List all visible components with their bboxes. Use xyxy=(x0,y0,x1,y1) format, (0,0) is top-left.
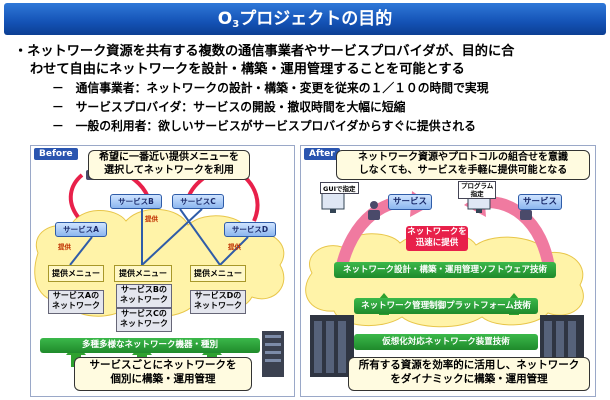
before-supply-label: 提供 xyxy=(228,243,241,251)
after-callout-bottom-line1: 所有する資源を効率的に活用し、ネットワーク xyxy=(358,359,580,371)
before-arrow-red xyxy=(68,173,84,219)
before-menu-3: 提供メニュー xyxy=(190,265,246,282)
before-network-b: サービスBの ネットワーク xyxy=(116,284,172,308)
server-rack-icon xyxy=(262,331,284,377)
network-c-line2: ネットワーク xyxy=(120,319,168,328)
title-suffix: プロジェクトの目的 xyxy=(239,9,393,29)
after-callout-top-line2: しなくても、サービスを手軽に提供可能となる xyxy=(358,165,568,176)
network-b-line2: ネットワーク xyxy=(120,295,168,304)
before-callout-bottom-line1: サービスごとにネットワークを xyxy=(89,359,237,371)
before-network-d: サービスDの ネットワーク xyxy=(190,290,246,314)
before-service-d: サービスD xyxy=(224,222,276,237)
network-c-line1: サービスCの xyxy=(121,309,167,318)
network-d-line1: サービスDの xyxy=(194,291,242,300)
layer-control-platform: ネットワーク管理制御プラットフォーム技術 xyxy=(354,298,538,314)
program-label-line1: プログラム xyxy=(461,182,494,190)
after-callout-bottom: 所有する資源を効率的に活用し、ネットワーク をダイナミックに構築・運用管理 xyxy=(348,357,590,391)
before-tag: Before xyxy=(34,148,78,160)
after-service-left: サービス xyxy=(388,194,432,210)
after-callout-top: ネットワーク資源やプロトコルの組合せを意識 しなくても、サービスを手軽に提供可能… xyxy=(336,150,590,180)
before-callout-top-line2: 選択してネットワークを利用 xyxy=(104,165,234,176)
layer-virtualized-devices: 仮想化対応ネットワーク装置技術 xyxy=(354,334,538,350)
layer-management-software: ネットワーク設計・構築・運用管理ソフトウェア技術 xyxy=(334,262,556,278)
network-a-line1: サービスAの xyxy=(52,291,100,300)
before-service-b: サービスB xyxy=(110,194,162,209)
main-bullet-line1: ・ネットワーク資源を共有する複数の通信事業者やサービスプロバイダが、目的に合 xyxy=(14,44,515,59)
before-callout-bottom-line2: 個別に構築・運用管理 xyxy=(110,373,216,385)
after-tag: After xyxy=(304,148,340,160)
after-callout-top-line1: ネットワーク資源やプロトコルの組合せを意識 xyxy=(358,152,568,163)
before-callout-top: 希望に一番近い提供メニューを 選択してネットワークを利用 xyxy=(88,150,250,180)
rapid-provision-line1: ネットワークを xyxy=(407,227,467,237)
before-infra-bar: 多種多様なネットワーク機器・種別 xyxy=(40,338,260,353)
sub-bullet-carriers: － 通信事業者：ネットワークの設計・構築・変更を従来の１／１０の時間で実現 xyxy=(52,81,489,95)
network-d-line2: ネットワーク xyxy=(194,301,242,310)
before-menu-1: 提供メニュー xyxy=(48,265,104,282)
network-b-line1: サービスBの xyxy=(120,285,168,294)
before-network-a: サービスAの ネットワーク xyxy=(48,290,104,314)
before-menu-2: 提供メニュー xyxy=(114,265,172,282)
before-service-c: サービスC xyxy=(172,194,224,209)
before-service-a: サービスA xyxy=(55,222,107,237)
gui-label: GUIで指定 xyxy=(320,182,359,194)
rapid-provision-box: ネットワークを 迅速に提供 xyxy=(406,226,468,251)
after-service-right: サービス xyxy=(518,194,562,210)
program-label: プログラム 指定 xyxy=(458,181,497,199)
sub-bullet-providers: － サービスプロバイダ：サービスの開設・撤収時間を大幅に短縮 xyxy=(52,100,406,114)
before-link xyxy=(219,236,249,266)
before-arrow-red xyxy=(238,171,260,222)
network-a-line2: ネットワーク xyxy=(52,301,100,310)
before-callout-bottom: サービスごとにネットワークを 個別に構築・運用管理 xyxy=(74,357,252,391)
after-callout-bottom-line2: をダイナミックに構築・運用管理 xyxy=(390,373,548,385)
page-title: O3プロジェクトの目的 xyxy=(4,3,606,35)
before-network-c: サービスCの ネットワーク xyxy=(116,308,172,332)
main-bullet-line2: わせて自由にネットワークを設計・構築・運用管理することを可能とする xyxy=(30,62,465,77)
before-supply-label: 提供 xyxy=(58,243,71,251)
title-subscript: 3 xyxy=(232,19,240,30)
user-icon xyxy=(368,201,380,220)
before-link xyxy=(69,236,93,266)
before-supply-label: 提供 xyxy=(145,215,158,223)
rapid-provision-line2: 迅速に提供 xyxy=(415,238,459,248)
before-link xyxy=(179,208,221,266)
before-callout-top-line1: 希望に一番近い提供メニューを xyxy=(99,152,239,163)
monitor-icon xyxy=(321,192,345,213)
sub-bullet-users: － 一般の利用者：欲しいサービスがサービスプロバイダからすぐに提供される xyxy=(52,119,476,133)
program-label-line2: 指定 xyxy=(470,190,484,198)
before-link xyxy=(141,208,203,266)
title-prefix: O xyxy=(217,9,233,29)
